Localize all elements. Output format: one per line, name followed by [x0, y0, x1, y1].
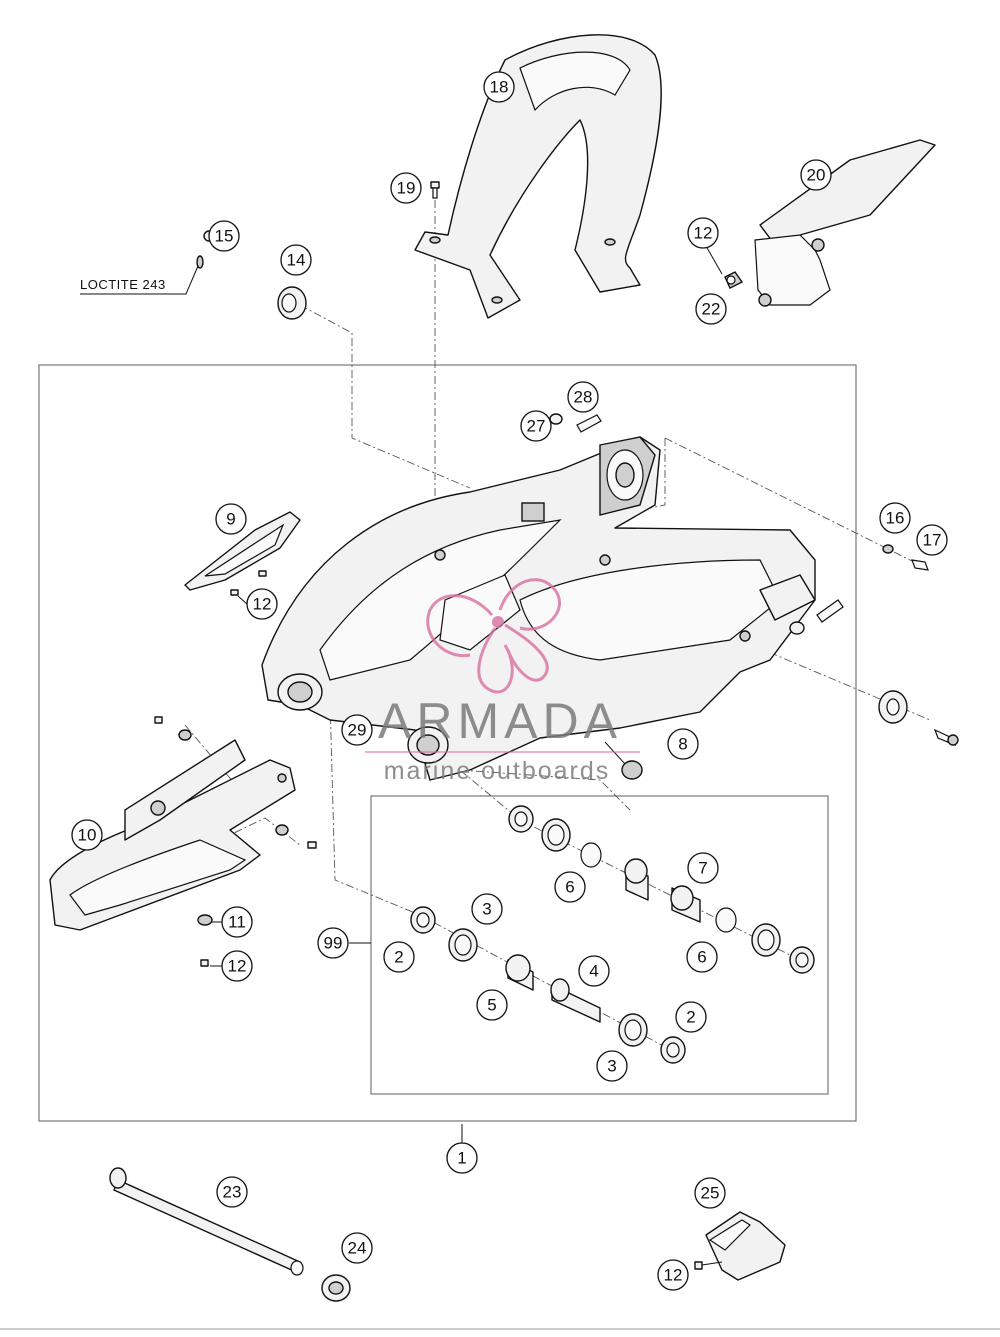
chain-guide-part	[49, 716, 317, 967]
bearing-kit-parts	[410, 805, 815, 1064]
svg-text:6: 6	[697, 948, 706, 967]
svg-text:16: 16	[886, 509, 905, 528]
callout-6-right: 6	[686, 941, 718, 973]
callouts: 18 19 20 12 22 15 14 28 27 9 16 17 12 29…	[71, 71, 948, 1291]
adjuster-parts	[549, 413, 602, 433]
callout-29: 29	[341, 714, 373, 746]
callout-1: 1	[446, 1142, 478, 1174]
callout-12-bottom-left: 12	[221, 950, 253, 982]
bolt-and-bushing-parts	[80, 230, 307, 320]
svg-text:3: 3	[482, 900, 491, 919]
callout-19: 19	[390, 172, 422, 204]
callout-25: 25	[694, 1177, 726, 1209]
svg-text:3: 3	[607, 1057, 616, 1076]
callout-99: 99	[317, 927, 349, 959]
svg-text:99: 99	[324, 934, 343, 953]
callout-10: 10	[71, 819, 103, 851]
svg-text:8: 8	[678, 735, 687, 754]
svg-text:23: 23	[223, 1183, 242, 1202]
callout-2-right: 2	[675, 1001, 707, 1033]
callout-3-top: 3	[471, 893, 503, 925]
svg-text:28: 28	[574, 388, 593, 407]
callout-23: 23	[216, 1176, 248, 1208]
svg-text:29: 29	[348, 721, 367, 740]
callout-6-top: 6	[554, 871, 586, 903]
svg-text:7: 7	[698, 859, 707, 878]
chain-guard-part	[689, 139, 936, 307]
callout-20: 20	[800, 159, 832, 191]
svg-text:12: 12	[694, 224, 713, 243]
pivot-axle-part	[109, 1167, 304, 1276]
svg-text:12: 12	[228, 957, 247, 976]
callout-27: 27	[520, 410, 552, 442]
callout-7: 7	[687, 852, 719, 884]
rear-fender-part	[414, 34, 662, 319]
watermark-brand: ARMADA	[378, 693, 622, 749]
callout-24: 24	[341, 1232, 373, 1264]
callout-12-bottom-right: 12	[657, 1259, 689, 1291]
callout-14: 14	[280, 244, 312, 276]
callout-12-top: 12	[687, 217, 719, 249]
svg-text:20: 20	[807, 166, 826, 185]
svg-text:6: 6	[565, 878, 574, 897]
fender-screw-part	[430, 181, 440, 199]
swingarm-assembly-frame	[38, 364, 857, 1122]
svg-text:27: 27	[527, 417, 546, 436]
svg-text:17: 17	[923, 531, 942, 550]
svg-text:11: 11	[228, 913, 246, 932]
callout-18: 18	[483, 71, 515, 103]
svg-text:5: 5	[487, 996, 496, 1015]
svg-text:15: 15	[215, 227, 234, 246]
svg-text:2: 2	[394, 948, 403, 967]
callout-22: 22	[695, 293, 727, 325]
callout-4: 4	[578, 955, 610, 987]
pivot-washer-bolt-parts	[878, 690, 959, 747]
callout-15: 15	[208, 220, 240, 252]
callout-17: 17	[916, 524, 948, 556]
svg-text:10: 10	[78, 826, 97, 845]
cover-part	[694, 1211, 786, 1281]
svg-text:12: 12	[664, 1266, 683, 1285]
callout-9: 9	[215, 503, 247, 535]
watermark-logo-icon	[426, 578, 562, 694]
chain-slider-part	[184, 511, 301, 596]
svg-text:24: 24	[348, 1239, 367, 1258]
watermark-tagline: marine outboards	[384, 757, 611, 785]
axle-clamp-screw-parts	[882, 544, 929, 571]
axle-nut-part	[321, 1274, 351, 1302]
svg-text:18: 18	[490, 78, 509, 97]
callout-5: 5	[476, 989, 508, 1021]
svg-text:9: 9	[226, 510, 235, 529]
svg-text:4: 4	[589, 962, 598, 981]
svg-text:12: 12	[253, 595, 272, 614]
svg-text:2: 2	[686, 1008, 695, 1027]
callout-3-bottom: 3	[596, 1050, 628, 1082]
svg-text:25: 25	[701, 1184, 720, 1203]
callout-28: 28	[567, 381, 599, 413]
callout-16: 16	[879, 502, 911, 534]
callout-12-left: 12	[246, 588, 278, 620]
svg-text:19: 19	[397, 179, 416, 198]
svg-text:1: 1	[457, 1149, 466, 1168]
callout-8: 8	[667, 728, 699, 760]
loctite-note: LOCTITE 243	[80, 277, 166, 292]
callout-2-left: 2	[383, 941, 415, 973]
svg-text:22: 22	[702, 300, 721, 319]
bearing-kit-frame	[370, 795, 829, 1095]
pivot-bushing-part	[621, 760, 643, 780]
right-adjuster-parts	[789, 599, 844, 635]
svg-text:14: 14	[287, 251, 306, 270]
callout-11: 11	[221, 906, 253, 938]
